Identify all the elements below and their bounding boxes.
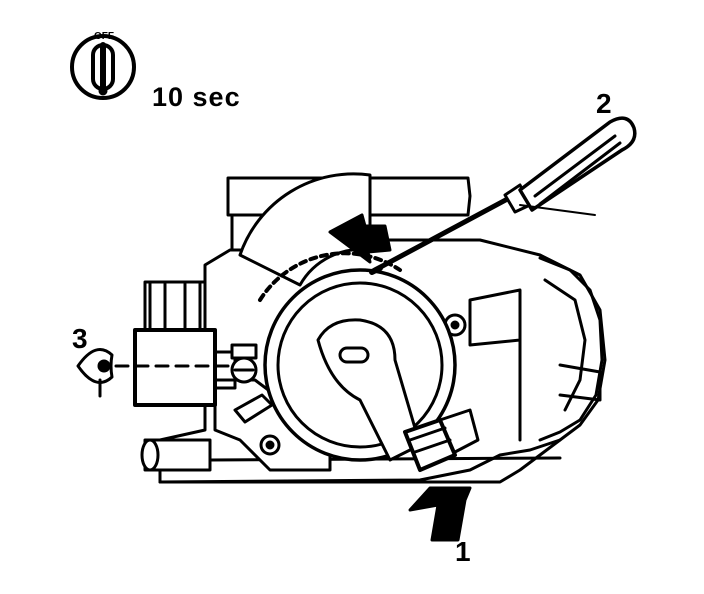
ignition-switch-icon bbox=[70, 34, 136, 100]
rotation-arrow-icon bbox=[328, 213, 392, 264]
sensor-connector bbox=[133, 280, 237, 407]
callout-line bbox=[519, 204, 596, 216]
eye-view-icon bbox=[76, 348, 232, 398]
throttle-sector bbox=[238, 172, 402, 302]
ignition-off-label: OFF bbox=[94, 31, 114, 42]
push-arrow-icon bbox=[408, 486, 472, 542]
idle-screw bbox=[230, 343, 258, 384]
callout-label-2: 2 bbox=[596, 88, 612, 119]
callout-label-3: 3 bbox=[72, 323, 88, 354]
duration-label: 10 sec bbox=[152, 82, 241, 112]
callout-label-1: 1 bbox=[455, 536, 471, 567]
throttle-drum bbox=[263, 268, 480, 472]
